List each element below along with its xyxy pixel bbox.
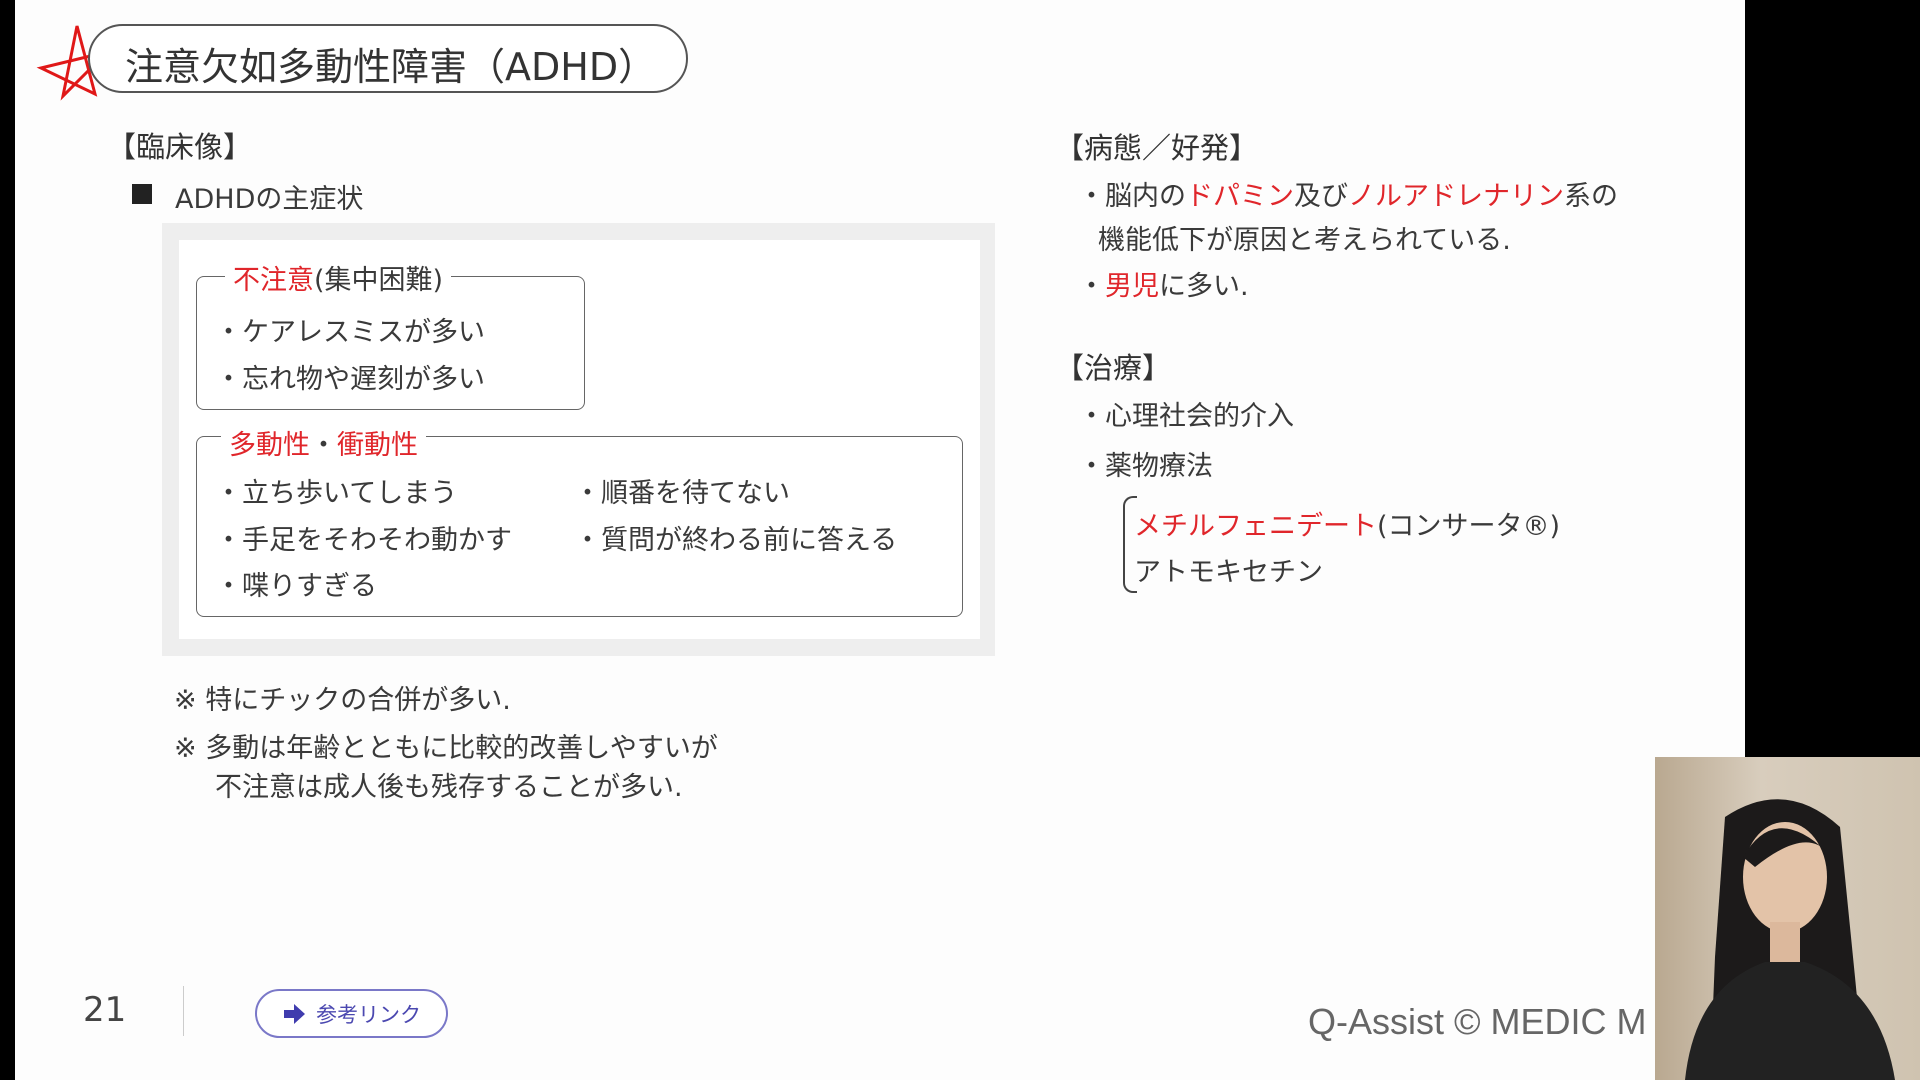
presenter-webcam bbox=[1655, 757, 1920, 1080]
square-bullet-icon bbox=[132, 184, 152, 204]
note: 不注意は成人後も残存することが多い. bbox=[215, 772, 683, 803]
reference-link-button[interactable]: 参考リンク bbox=[255, 989, 448, 1038]
slide: 注意欠如多動性障害（ADHD） 【臨床像】 ADHDの主症状 不注意(集中困難)… bbox=[15, 0, 1745, 1080]
list-item: ・忘れ物や遅刻が多い bbox=[215, 364, 485, 395]
clinical-heading: 【臨床像】 bbox=[107, 130, 253, 164]
copyright: Q-Assist © MEDIC M bbox=[1308, 1001, 1647, 1042]
pathology-line: ・男児に多い. bbox=[1078, 271, 1249, 302]
treatment-item: ・薬物療法 bbox=[1078, 451, 1213, 482]
divider bbox=[183, 986, 184, 1036]
note: ※ 多動は年齢とともに比較的改善しやすいが bbox=[174, 733, 718, 764]
treatment-item: ・心理社会的介入 bbox=[1078, 401, 1294, 432]
clinical-subheading: ADHDの主症状 bbox=[175, 184, 364, 215]
list-item: ・ケアレスミスが多い bbox=[215, 317, 485, 348]
list-item: ・質問が終わる前に答える bbox=[574, 525, 898, 556]
inattention-label: 不注意 bbox=[233, 265, 314, 296]
arrow-right-icon bbox=[284, 1003, 305, 1024]
slide-title: 注意欠如多動性障害（ADHD） bbox=[125, 45, 657, 89]
drug-2: アトモキセチン bbox=[1134, 557, 1323, 588]
impulsivity-label: 衝動性 bbox=[337, 430, 418, 461]
title-pill bbox=[88, 24, 688, 93]
drug-1: メチルフェニデート(コンサータ®) bbox=[1134, 511, 1561, 542]
list-item: ・手足をそわそわ動かす bbox=[215, 525, 512, 556]
hyperactivity-box bbox=[196, 436, 963, 617]
presenter-video-icon bbox=[1685, 799, 1895, 1080]
bracket bbox=[1123, 496, 1137, 593]
pathology-line: 機能低下が原因と考えられている. bbox=[1098, 225, 1511, 256]
page-number: 21 bbox=[83, 990, 127, 1030]
list-item: ・喋りすぎる bbox=[215, 571, 377, 602]
pathology-heading: 【病態／好発】 bbox=[1055, 131, 1259, 165]
note: ※ 特にチックの合併が多い. bbox=[174, 685, 511, 716]
hyperactivity-label: 多動性 bbox=[229, 430, 310, 461]
star-annotation-icon bbox=[36, 25, 112, 101]
list-item: ・順番を待てない bbox=[574, 478, 790, 509]
pathology-line: ・脳内のドパミン及びノルアドレナリン系の bbox=[1078, 181, 1618, 212]
list-item: ・立ち歩いてしまう bbox=[215, 478, 458, 509]
treatment-heading: 【治療】 bbox=[1055, 351, 1172, 385]
